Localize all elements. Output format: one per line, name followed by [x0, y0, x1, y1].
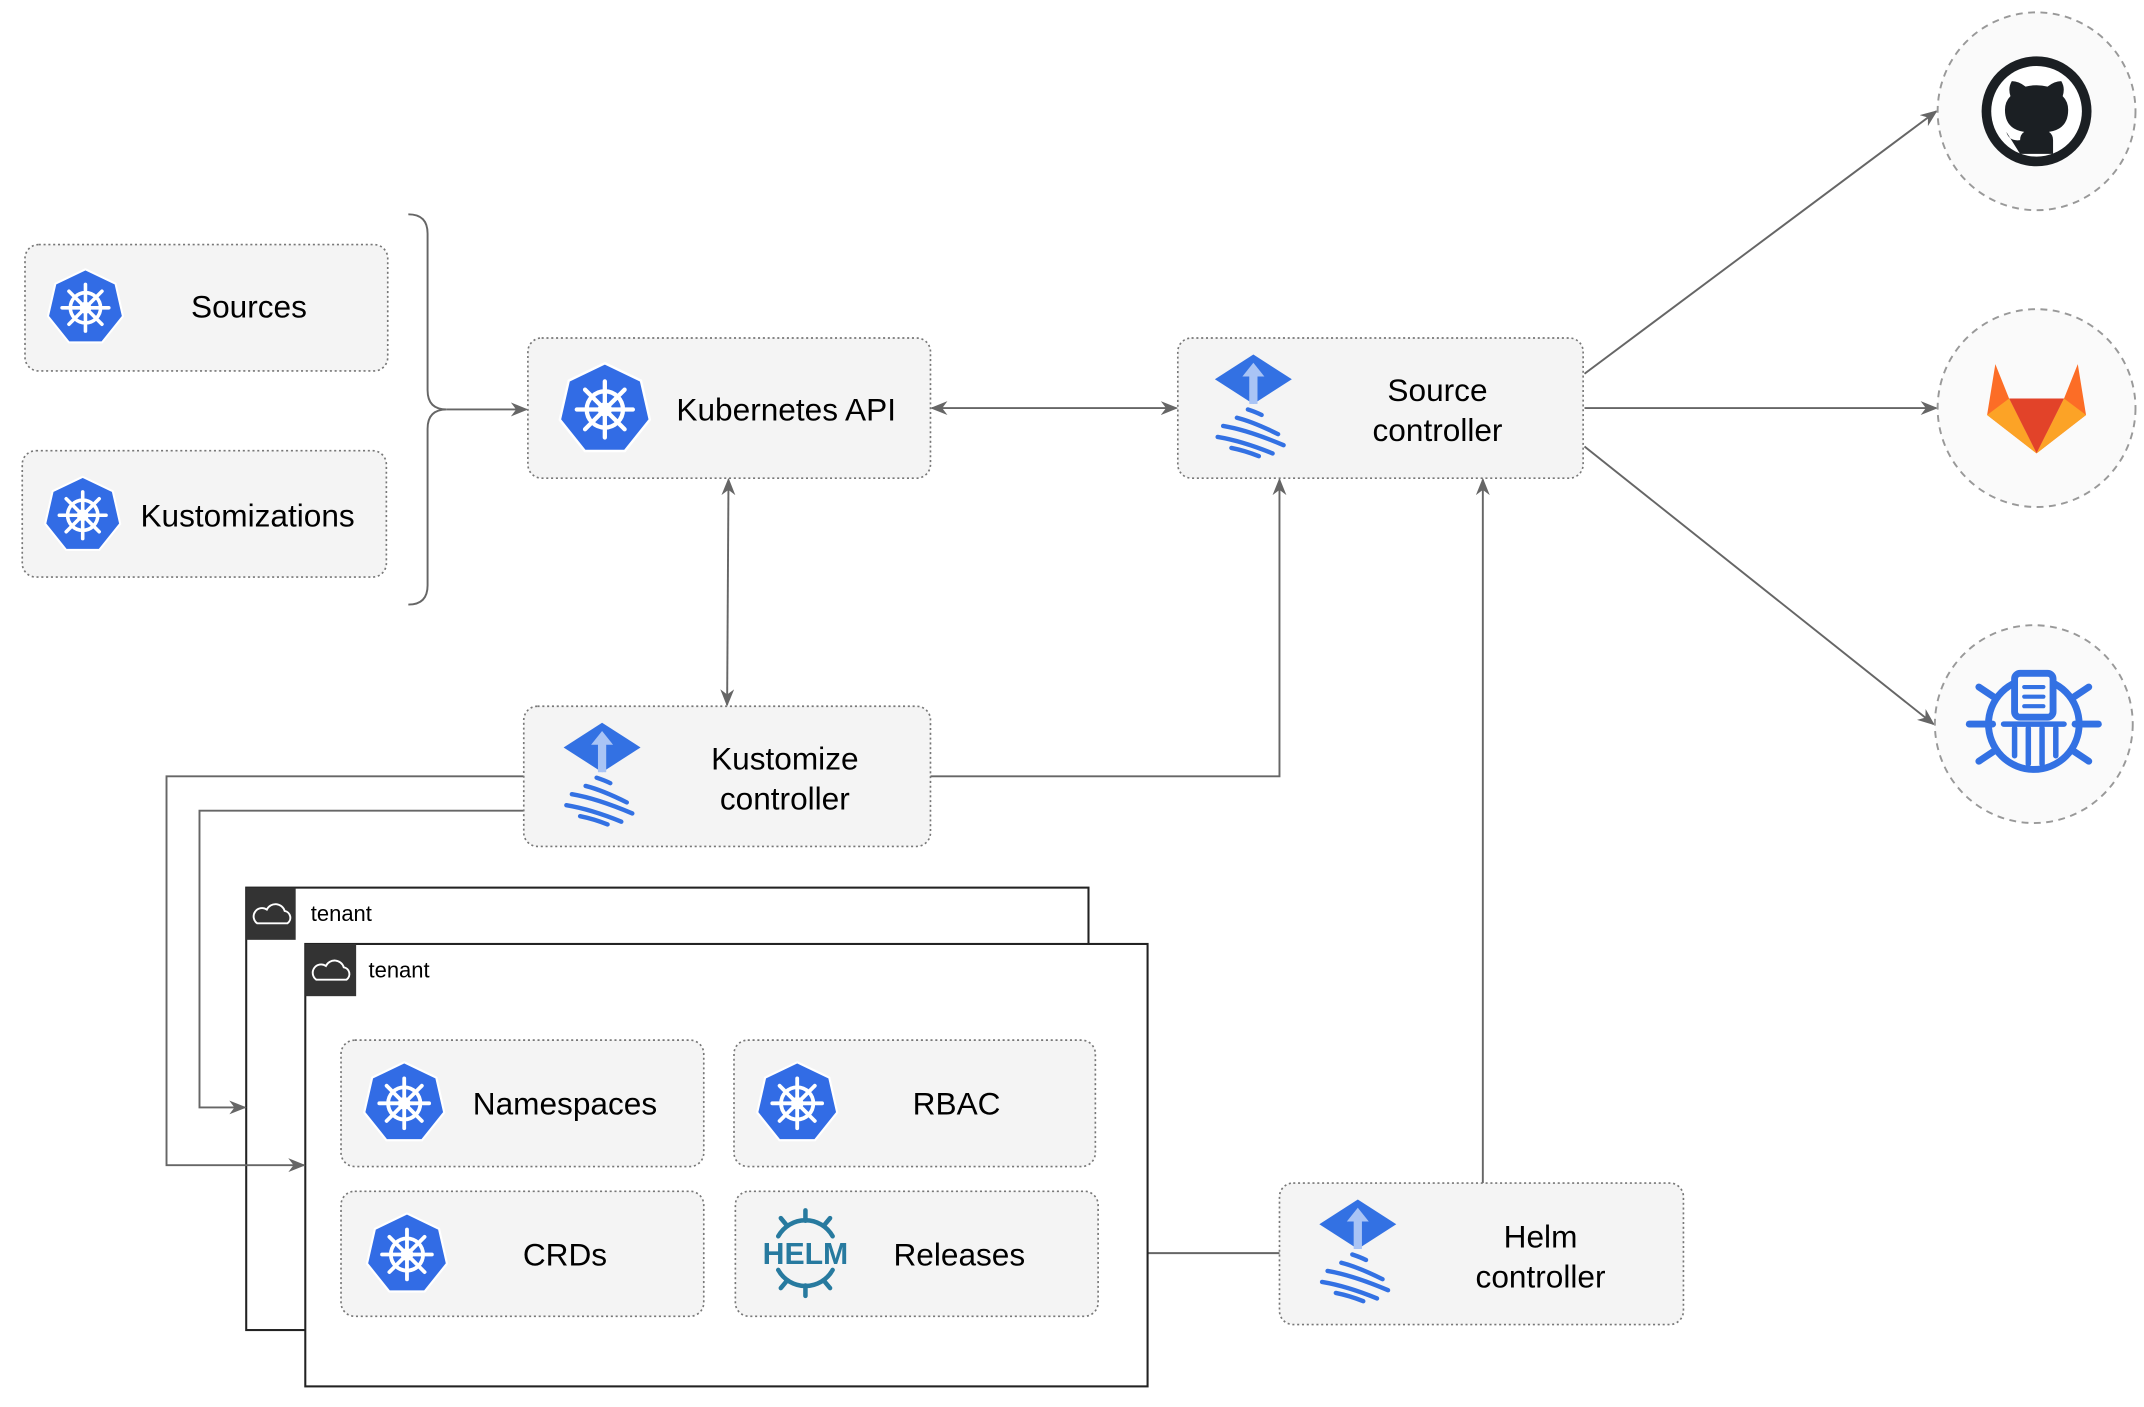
- helm-controller-node[interactable]: Helm controller: [1278, 1182, 1685, 1326]
- kubernetes-api-label: Kubernetes API: [676, 391, 896, 427]
- source-controller-label: Source: [1387, 372, 1487, 408]
- github-icon: [1981, 56, 2092, 167]
- helm-controller-label: controller: [1476, 1258, 1606, 1294]
- kubernetes-api-node[interactable]: Kubernetes API: [527, 337, 932, 479]
- crds-node[interactable]: CRDs: [340, 1190, 705, 1318]
- edge-kustomize-tenant-front: [165, 775, 524, 1173]
- kustomize-controller-node[interactable]: Kustomize controller: [522, 705, 932, 848]
- tenant-label: tenant: [369, 958, 430, 983]
- brace: [408, 213, 447, 606]
- edge-kustomize-tenant-back: [198, 809, 524, 1115]
- helm-icon: HELM: [763, 1210, 849, 1296]
- bucket-icon: [1965, 669, 2102, 773]
- cloud-icon: [311, 959, 351, 981]
- kustomizations-label: Kustomizations: [140, 497, 354, 533]
- releases-label: Releases: [893, 1236, 1025, 1272]
- edge-api-kustomize: [720, 477, 736, 707]
- gitlab-node[interactable]: [1936, 308, 2137, 508]
- bucket-node[interactable]: [1933, 624, 2134, 825]
- kustomize-controller-label: controller: [720, 780, 850, 816]
- namespaces-node[interactable]: Namespaces: [340, 1039, 705, 1168]
- tenant-label: tenant: [311, 901, 372, 926]
- kustomizations-node[interactable]: Kustomizations: [21, 449, 388, 578]
- github-node[interactable]: [1936, 11, 2137, 212]
- edge-source-github: [1583, 110, 1938, 375]
- sources-node[interactable]: Sources: [24, 243, 389, 372]
- edge-kustomize-source: [930, 477, 1287, 778]
- releases-node[interactable]: HELM Releases: [734, 1190, 1099, 1318]
- source-controller-label: controller: [1373, 412, 1503, 448]
- source-controller-node[interactable]: Source controller: [1176, 337, 1584, 479]
- kustomize-controller-label: Kustomize: [711, 740, 858, 776]
- helm-logo-text: HELM: [763, 1238, 849, 1271]
- crds-label: CRDs: [523, 1236, 607, 1272]
- edge-source-bucket: [1583, 445, 1935, 726]
- gitlab-icon: [1987, 364, 2087, 454]
- helm-controller-label: Helm: [1504, 1219, 1578, 1255]
- sources-label: Sources: [191, 288, 307, 324]
- rbac-label: RBAC: [913, 1085, 1001, 1121]
- namespaces-label: Namespaces: [473, 1085, 657, 1121]
- cloud-icon: [252, 903, 292, 925]
- rbac-node[interactable]: RBAC: [733, 1039, 1097, 1168]
